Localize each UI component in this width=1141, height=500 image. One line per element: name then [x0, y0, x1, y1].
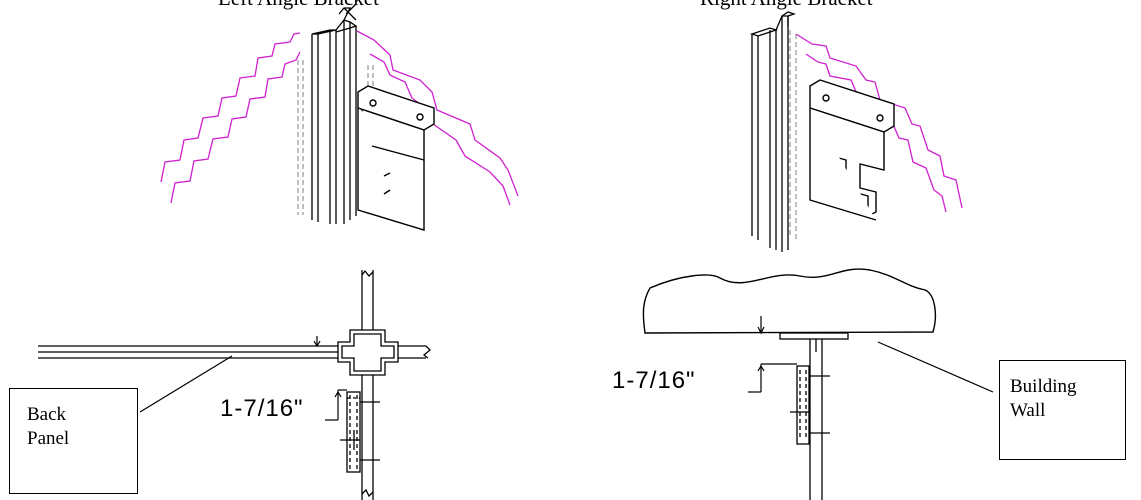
callout-line-2: Panel [27, 428, 70, 449]
right-perspective-view [749, 11, 963, 252]
left-bracket-section [340, 391, 380, 473]
building-wall-callout: Building Wall [999, 360, 1126, 460]
left-wall-breakline-right-outer [356, 30, 519, 197]
callout-line-2: Wall [1010, 400, 1046, 421]
back-panel-callout: Back Panel [9, 388, 138, 494]
cross-connector [337, 329, 399, 376]
right-dimension-marks [748, 316, 797, 393]
right-bracket [809, 79, 895, 221]
left-wall-breakline-outer [160, 32, 301, 183]
left-wall-breakline-inner [170, 51, 301, 204]
left-post [311, 3, 358, 224]
left-dimension-marks [313, 336, 347, 421]
dimension-label-right: 1-7/16" [612, 367, 696, 394]
top-caption-left: Left Angle Bracket [218, 0, 379, 11]
back-panel-leader [139, 355, 233, 413]
top-caption-right: Right Angle Bracket [700, 0, 873, 11]
right-bracket-section [790, 365, 830, 445]
right-post [749, 11, 797, 252]
callout-line-1: Building [1010, 376, 1077, 397]
dimension-label-left: 1-7/16" [220, 395, 304, 422]
right-wall-plate [779, 332, 849, 500]
back-panel-section [38, 345, 431, 359]
left-post-section [361, 269, 374, 500]
building-wall-section [642, 268, 937, 334]
right-plan-view [642, 268, 994, 500]
left-plan-view [38, 269, 431, 500]
building-wall-leader [877, 341, 994, 393]
left-perspective-view [160, 3, 519, 231]
left-bracket [357, 85, 435, 231]
callout-line-1: Back [27, 404, 67, 425]
